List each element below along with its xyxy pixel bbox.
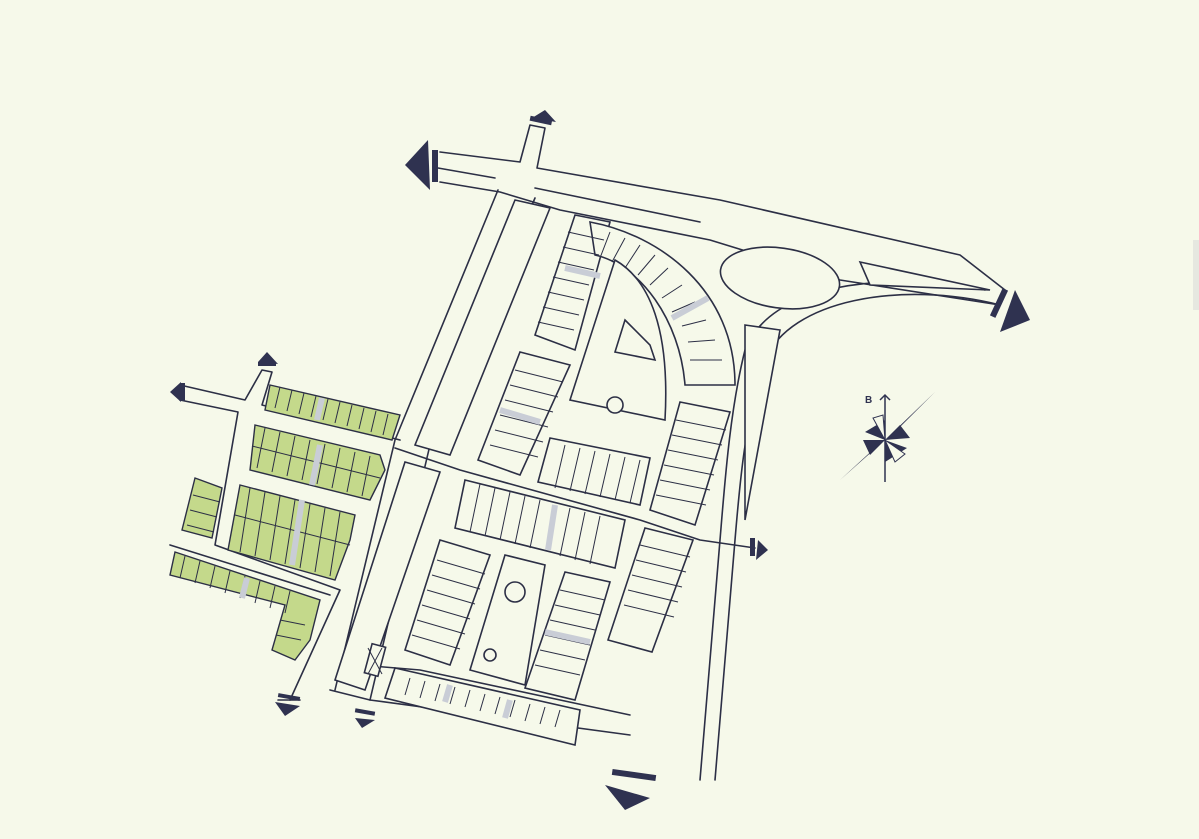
compass-label: B [865,395,872,406]
block-j [606,527,695,653]
north-road-outer [439,124,1006,291]
green-block-4 [181,477,223,539]
park-block [568,258,667,421]
exit-arrow-east-icon [989,288,1030,332]
lot-lines [404,231,727,728]
block-c [476,351,572,477]
roundabout-south [504,581,526,603]
exit-arrow-south-icon [605,768,657,810]
block-e [649,401,732,527]
block-g [403,539,492,667]
exit-arrow-west-top-icon [258,352,278,366]
inner-blocks [333,199,991,746]
exit-arrow-southwest-icon [354,708,376,728]
walkway [314,397,325,421]
exit-arrow-northwest-icon [405,140,438,190]
exit-arrow-south-left-icon [275,693,301,716]
middle-cross-street [394,447,756,549]
block-d [537,437,651,506]
north-road-inner [439,181,1001,306]
compass-rose-icon: B [840,392,935,482]
block-south-strip [383,667,581,746]
oval-island [719,246,841,310]
green-plot-area [169,384,401,661]
green-block-3 [227,484,356,581]
median-block-south [333,461,442,692]
green-block-5 [169,551,321,661]
edge-artifact [1193,240,1199,310]
block-a [533,214,611,352]
roundabout-north [606,396,624,414]
median-block-north [413,199,552,456]
green-block-1 [264,384,401,441]
main-spine-west [334,189,499,691]
exit-arrow-north-icon [529,110,556,126]
ne-triangle-island [858,260,991,291]
exit-arrow-west-icon [170,382,185,402]
exit-arrow-southeast-icon [750,538,768,560]
west-branch-loop [179,399,341,701]
exit-arrows [170,110,1030,810]
block-f [454,479,626,569]
walkways [442,265,710,719]
